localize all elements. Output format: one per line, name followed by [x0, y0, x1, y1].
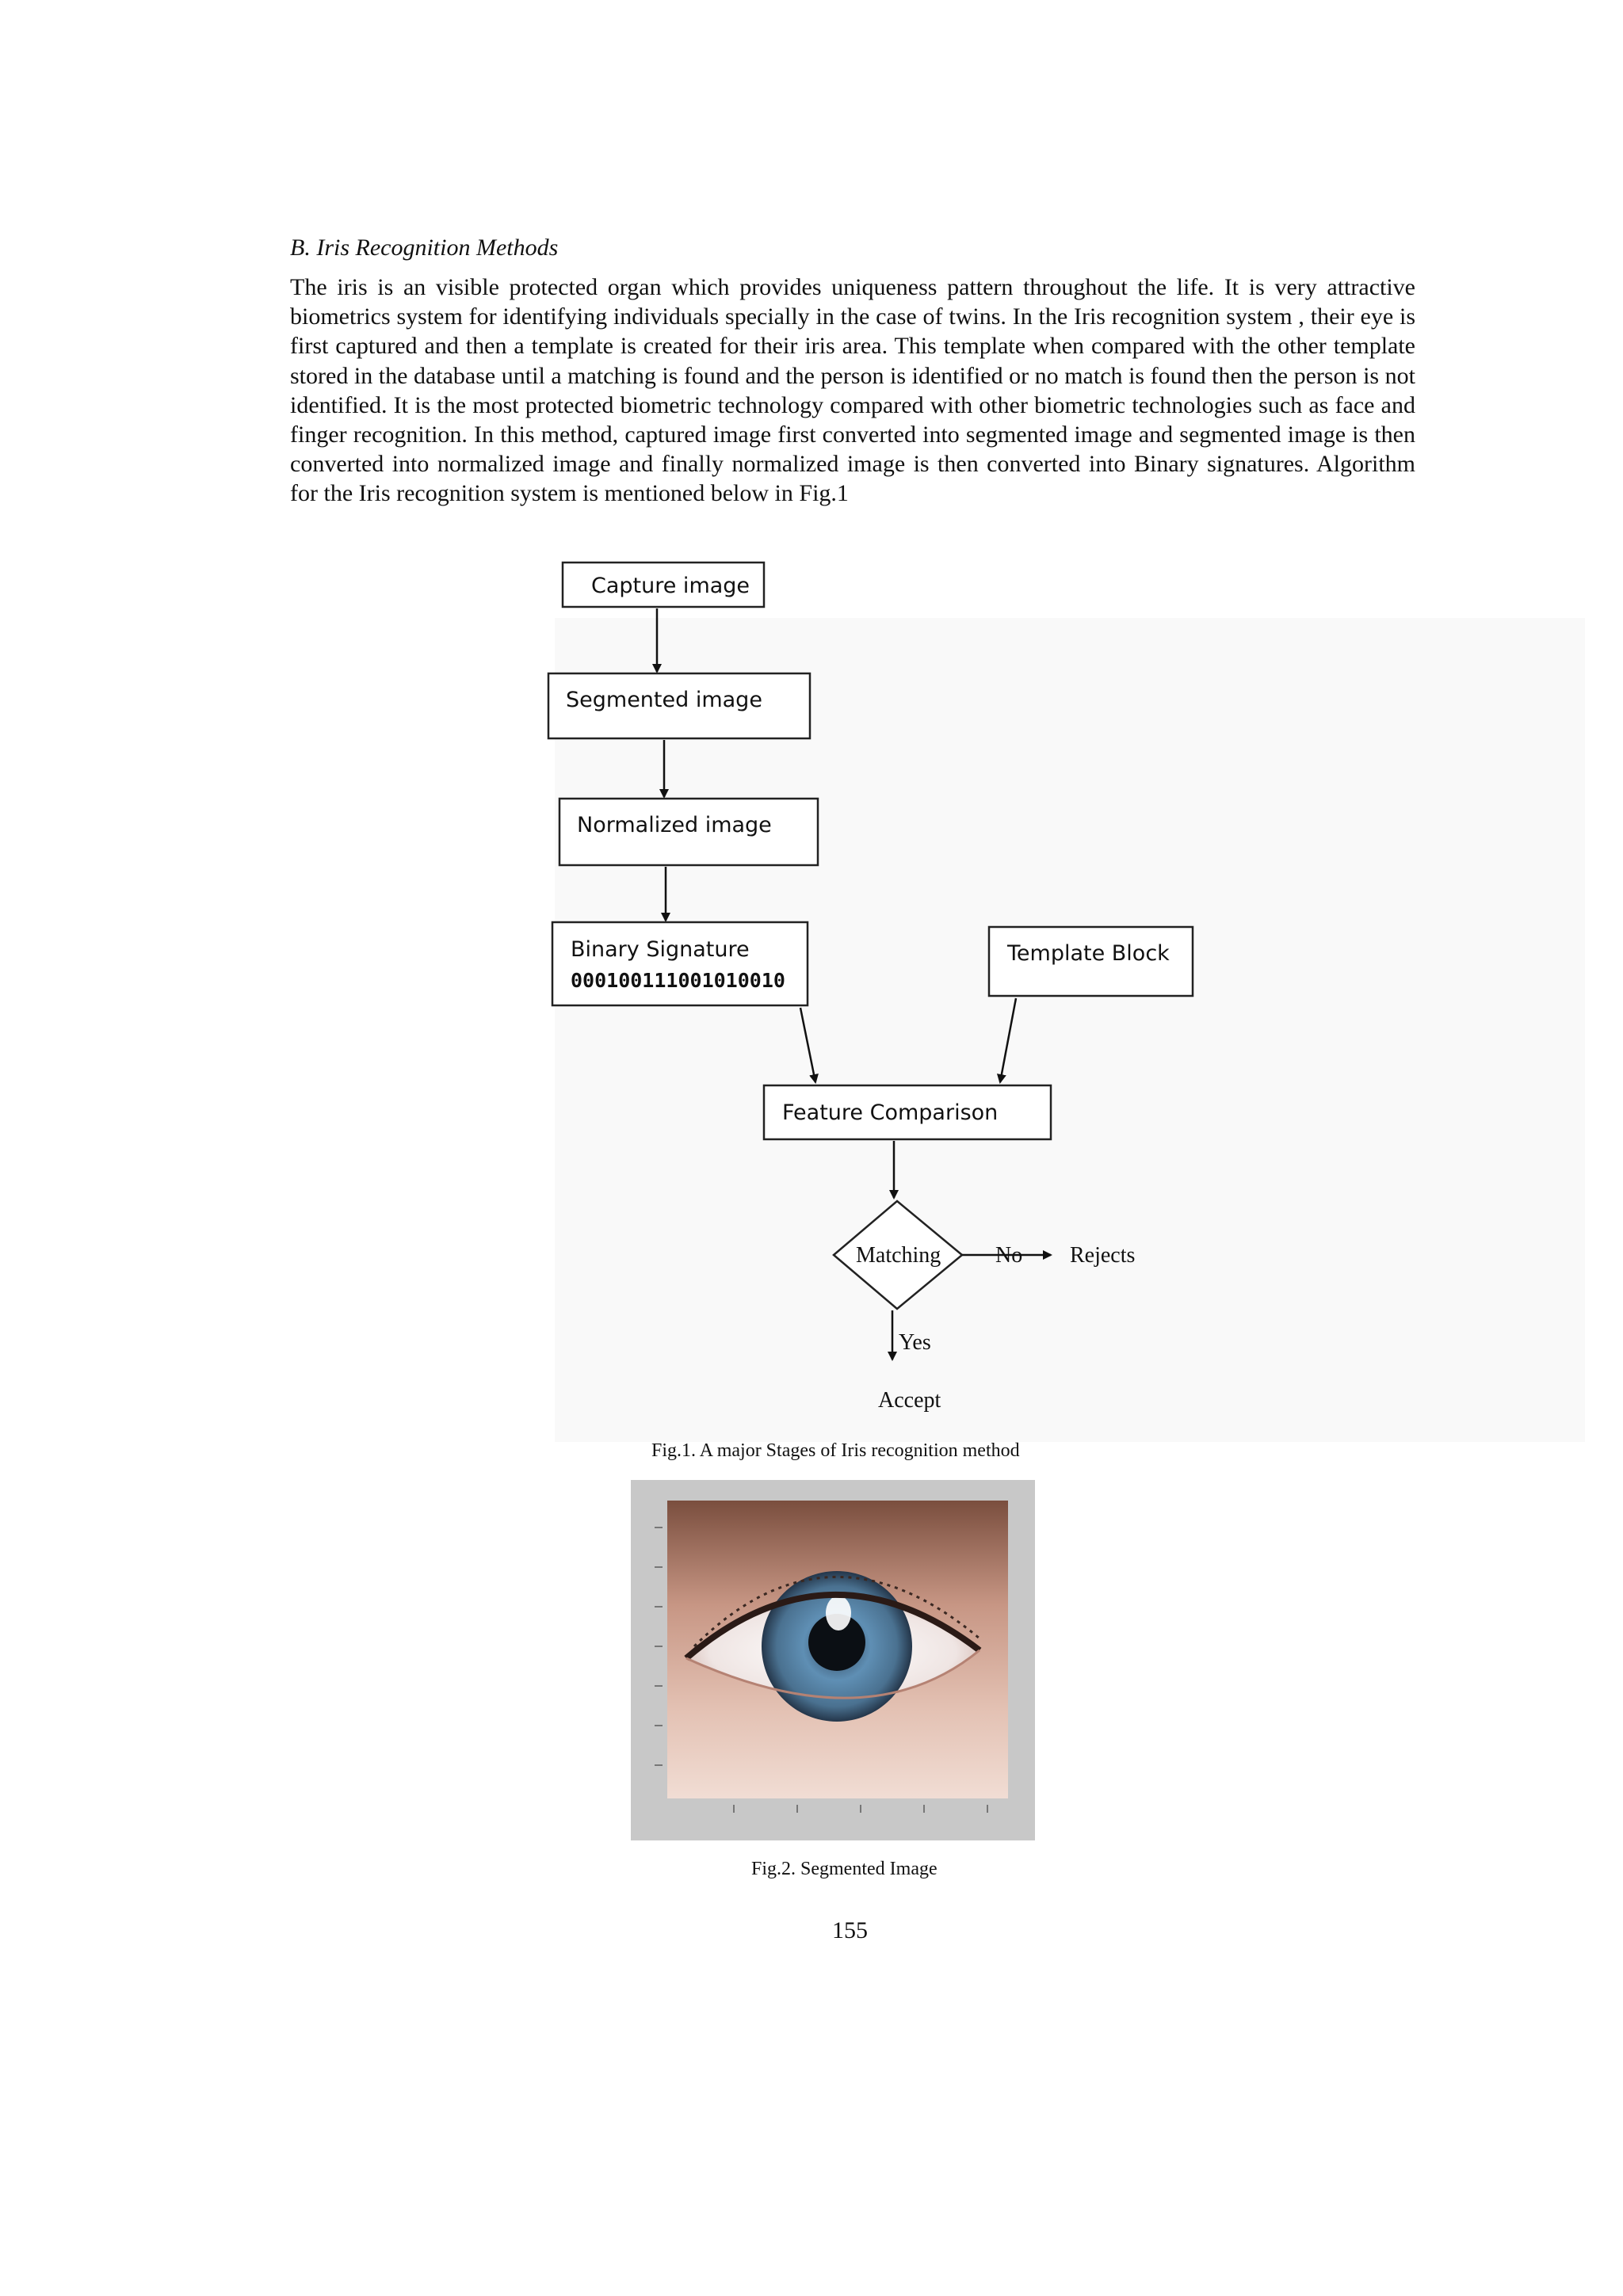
matching-decision-node: Matching [832, 1199, 964, 1310]
matching-label: Matching [856, 1243, 941, 1268]
template-block-label: Template Block [1006, 941, 1170, 966]
template-block-node: Template Block [987, 925, 1194, 997]
segmented-image-node: Segmented image [547, 672, 812, 740]
rejects-label: Rejects [1070, 1243, 1135, 1268]
figure-background [555, 618, 1585, 1442]
page-number: 155 [832, 1917, 868, 1943]
section-heading: B. Iris Recognition Methods [290, 235, 559, 261]
flowchart: Capture image Segmented image Normalized… [547, 561, 1194, 1413]
arrow-template-to-comparison [996, 997, 1018, 1084]
arrow-binary-to-comparison [799, 1007, 819, 1084]
feature-comparison-node: Feature Comparison [762, 1084, 1052, 1141]
segmented-eye-image [631, 1480, 1035, 1840]
figure-2-caption: Fig.2. Segmented Image [751, 1859, 938, 1879]
normalized-image-node: Normalized image [558, 797, 819, 867]
yes-label: Yes [899, 1330, 931, 1355]
accept-label: Accept [878, 1388, 941, 1413]
feature-comparison-label: Feature Comparison [782, 1100, 998, 1125]
figure-1-caption: Fig.1. A major Stages of Iris recognitio… [651, 1440, 1020, 1461]
capture-image-node: Capture image [561, 561, 766, 608]
binary-signature-node: Binary Signature 000100111001010010 [551, 921, 809, 1007]
binary-signature-label: Binary Signature [571, 937, 750, 962]
normalized-image-label: Normalized image [577, 813, 772, 837]
binary-signature-code: 000100111001010010 [571, 969, 785, 992]
segmented-image-label: Segmented image [566, 688, 762, 712]
capture-image-label: Capture image [591, 574, 750, 598]
body-paragraph: The iris is an visible protected organ w… [290, 274, 1415, 507]
